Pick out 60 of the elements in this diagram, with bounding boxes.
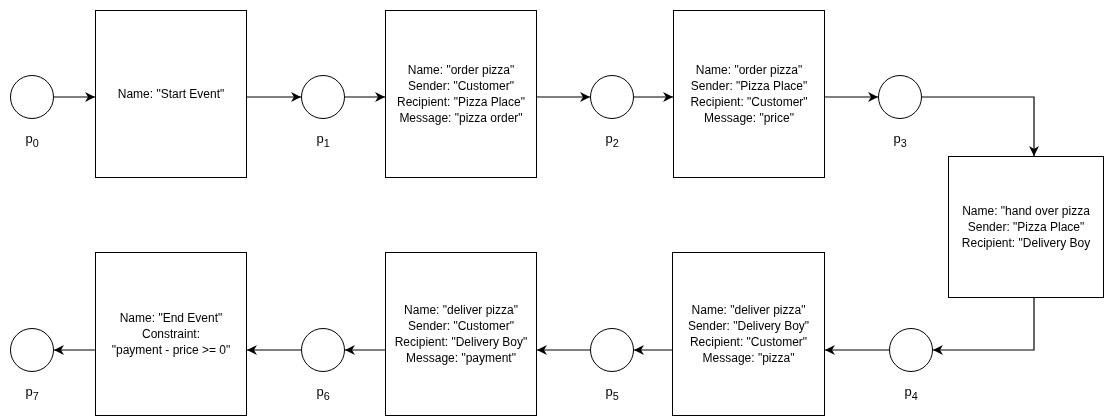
transition-text: Name: "End Event" <box>119 310 223 326</box>
transition-box <box>948 156 1104 298</box>
place-label: p$_{1}$ <box>316 131 330 151</box>
arrow <box>344 92 386 102</box>
place-circle <box>10 328 54 372</box>
transition-text: Name: "order pizza" <box>407 62 515 78</box>
place-label: p$_{7}$ <box>25 384 39 404</box>
arrow <box>932 297 1035 355</box>
transition-text: Constraint: <box>142 326 200 342</box>
place-circle <box>301 328 345 372</box>
place-label: p$_{4}$ <box>904 384 918 404</box>
transition-text: Recipient: "Pizza Place" <box>397 94 525 110</box>
arrow <box>246 92 302 102</box>
transition-box <box>673 10 825 178</box>
transition-text: Message: "pizza" <box>702 350 795 366</box>
transition-text: Message: "pizza order" <box>399 110 523 126</box>
arrow <box>921 96 1039 157</box>
transition-text: Name: "deliver pizza" <box>691 302 806 318</box>
transition-text: Recipient: "Delivery Boy <box>961 235 1091 251</box>
place-circle <box>301 75 345 119</box>
transition-text: Recipient: "Delivery Boy" <box>394 334 528 350</box>
transition-text: Sender: "Pizza Place" <box>690 78 808 94</box>
arrow <box>536 345 591 355</box>
arrow <box>246 345 302 355</box>
transition-text: Sender: "Customer" <box>408 318 514 334</box>
transition-text: Message: "payment" <box>406 350 516 366</box>
place-label: p$_{0}$ <box>25 131 39 151</box>
transition-text: Sender: "Pizza Place" <box>967 219 1085 235</box>
arrow <box>53 92 96 102</box>
transition-box <box>95 252 247 416</box>
transition-text: Name: "deliver pizza" <box>404 302 518 318</box>
place-label: p$_{5}$ <box>605 384 619 404</box>
transition-text: Name: "Start Event" <box>117 86 225 102</box>
place-circle <box>889 328 933 372</box>
place-circle <box>590 328 634 372</box>
arrow <box>344 345 386 355</box>
arrow <box>633 92 674 102</box>
arrow <box>824 345 890 355</box>
transition-text: Name: "order pizza" <box>695 62 803 78</box>
transition-box <box>385 252 537 416</box>
place-circle <box>10 75 54 119</box>
transition-text: Recipient: "Customer" <box>690 94 808 110</box>
arrow <box>536 92 591 102</box>
transition-text: "payment - price >= 0" <box>111 342 231 358</box>
transition-text: Recipient: "Customer" <box>689 334 808 350</box>
arrow <box>53 345 96 355</box>
transition-box <box>672 252 825 416</box>
place-circle <box>590 75 634 119</box>
place-label: p$_{3}$ <box>893 131 907 151</box>
arrow <box>633 345 673 355</box>
place-circle <box>878 75 922 119</box>
transition-text: Name: "hand over pizza <box>962 203 1090 219</box>
transition-box <box>95 10 247 178</box>
transition-text: Message: "price" <box>704 110 794 126</box>
transition-text: Sender: "Customer" <box>408 78 514 94</box>
place-label: p$_{6}$ <box>316 384 330 404</box>
arrow <box>824 92 879 102</box>
transition-box <box>385 10 537 178</box>
transition-text: Sender: "Delivery Boy" <box>687 318 810 334</box>
place-label: p$_{2}$ <box>605 131 619 151</box>
